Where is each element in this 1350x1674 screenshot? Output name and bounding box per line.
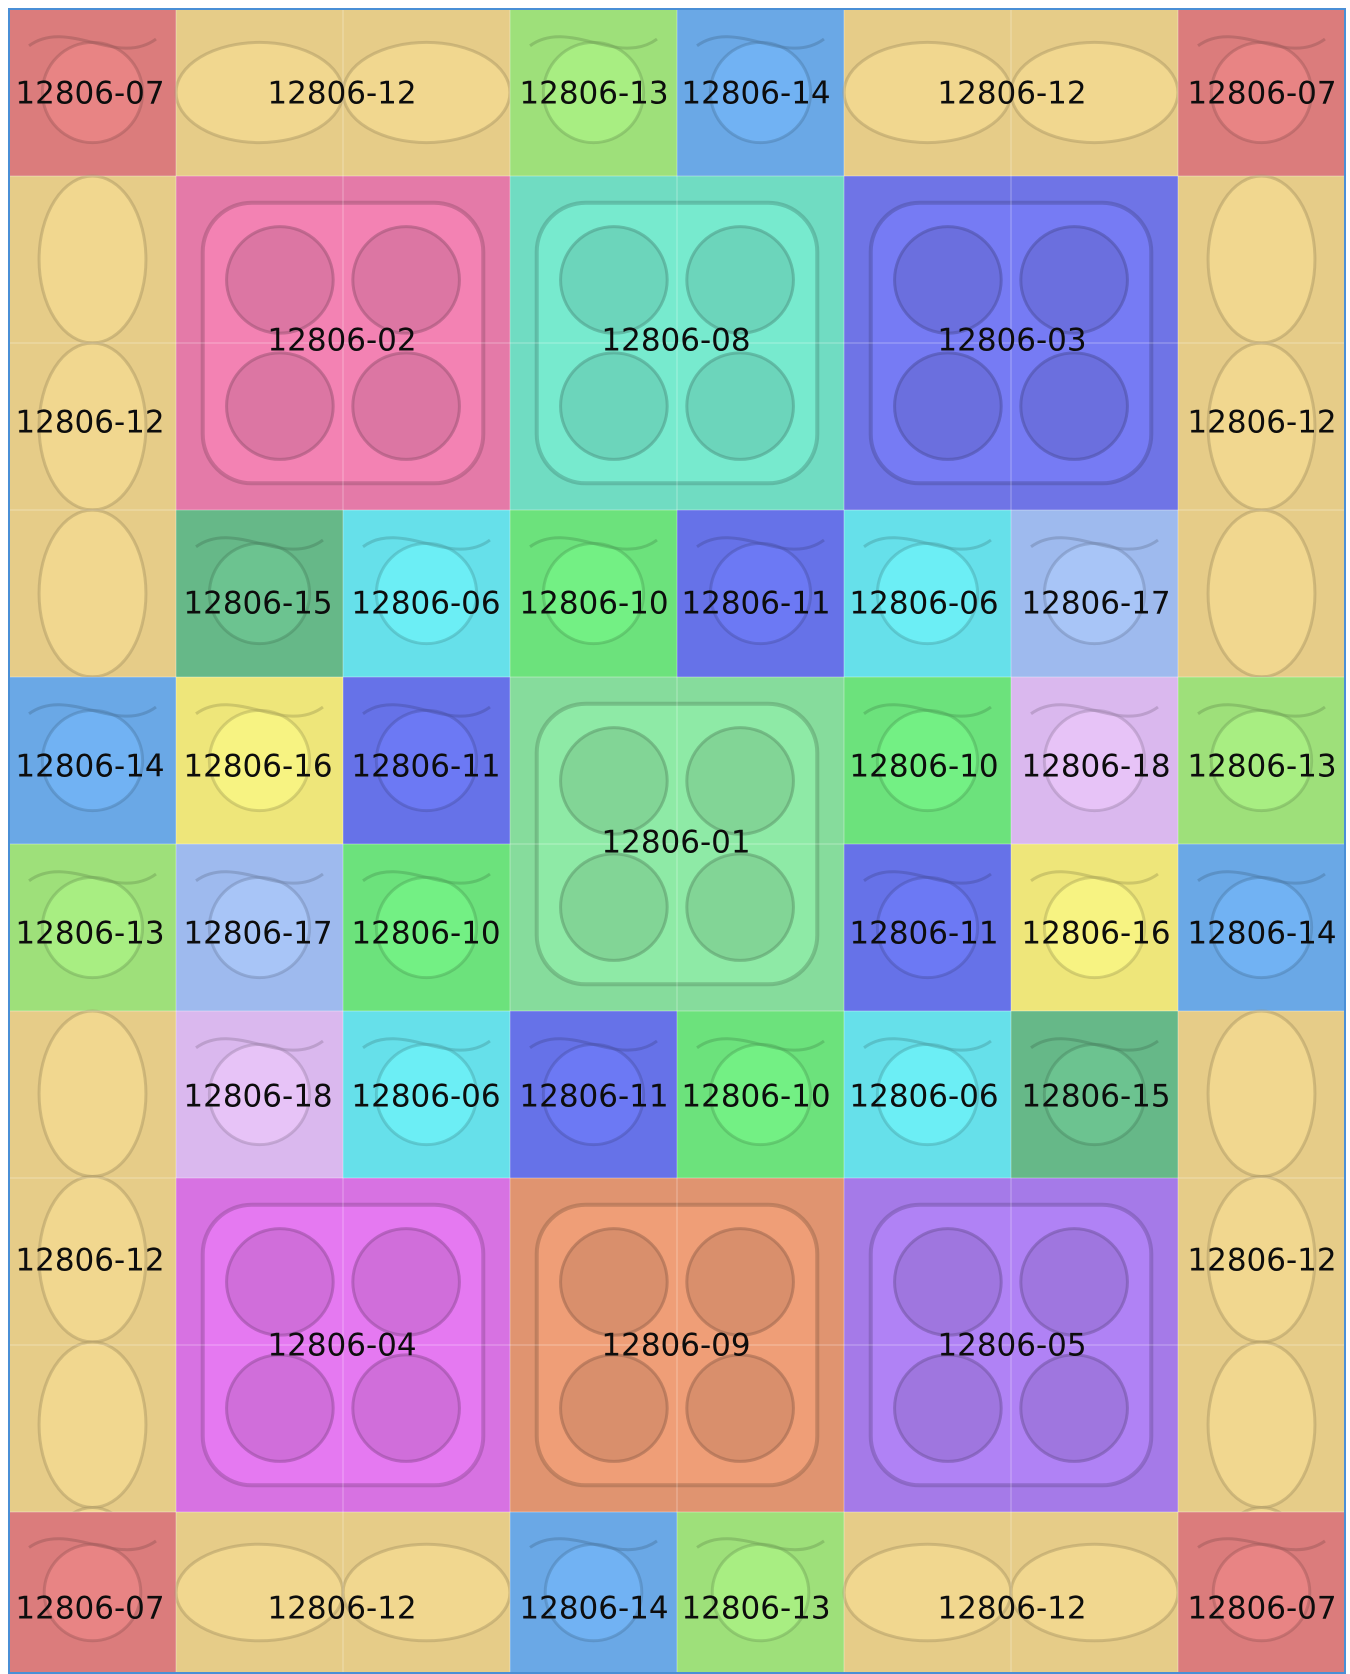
block-code-label: 12806-06 [351, 586, 500, 622]
block-code-label: 12806-04 [267, 1328, 416, 1364]
block-code-label: 12806-13 [681, 1591, 830, 1627]
block-code-label: 12806-11 [849, 916, 998, 952]
block-code-label: 12806-12 [1187, 1243, 1336, 1279]
block-code-label: 12806-12 [267, 76, 416, 112]
block-code-label: 12806-10 [849, 749, 998, 785]
block-code-label: 12806-18 [1021, 749, 1170, 785]
block-code-label: 12806-07 [1187, 76, 1336, 112]
block-code-label: 12806-08 [601, 323, 750, 359]
block-code-label: 12806-14 [681, 76, 830, 112]
block-code-label: 12806-18 [183, 1079, 332, 1115]
block-code-label: 12806-02 [267, 323, 416, 359]
block-code-label: 12806-14 [15, 749, 164, 785]
block-code-label: 12806-12 [1187, 405, 1336, 441]
block-code-label: 12806-13 [1187, 749, 1336, 785]
block-code-label: 12806-06 [849, 586, 998, 622]
block-code-label: 12806-12 [937, 76, 1086, 112]
block-code-label: 12806-11 [351, 749, 500, 785]
block-code-label: 12806-01 [601, 825, 750, 861]
block-code-label: 12806-16 [183, 749, 332, 785]
block-code-label: 12806-14 [1187, 916, 1336, 952]
block-code-label: 12806-11 [519, 1079, 668, 1115]
block-code-label: 12806-10 [681, 1079, 830, 1115]
block-code-label: 12806-10 [519, 586, 668, 622]
block-code-label: 12806-11 [681, 586, 830, 622]
block-code-label: 12806-17 [1021, 586, 1170, 622]
block-code-label: 12806-09 [601, 1328, 750, 1364]
block-code-label: 12806-12 [15, 1243, 164, 1279]
block-code-label: 12806-07 [15, 1591, 164, 1627]
block-code-label: 12806-05 [937, 1328, 1086, 1364]
block-code-label: 12806-12 [267, 1591, 416, 1627]
block-code-label: 12806-12 [937, 1591, 1086, 1627]
block-code-label: 12806-06 [351, 1079, 500, 1115]
block-code-label: 12806-13 [15, 916, 164, 952]
block-code-label: 12806-12 [15, 405, 164, 441]
block-code-label: 12806-06 [849, 1079, 998, 1115]
block-code-label: 12806-03 [937, 323, 1086, 359]
block-code-label: 12806-15 [183, 586, 332, 622]
block-code-label: 12806-13 [519, 76, 668, 112]
block-code-label: 12806-10 [351, 916, 500, 952]
block-code-label: 12806-07 [1187, 1591, 1336, 1627]
block-code-label: 12806-14 [519, 1591, 668, 1627]
block-code-label: 12806-07 [15, 76, 164, 112]
block-code-label: 12806-16 [1021, 916, 1170, 952]
block-code-label: 12806-15 [1021, 1079, 1170, 1115]
block-code-label: 12806-17 [183, 916, 332, 952]
